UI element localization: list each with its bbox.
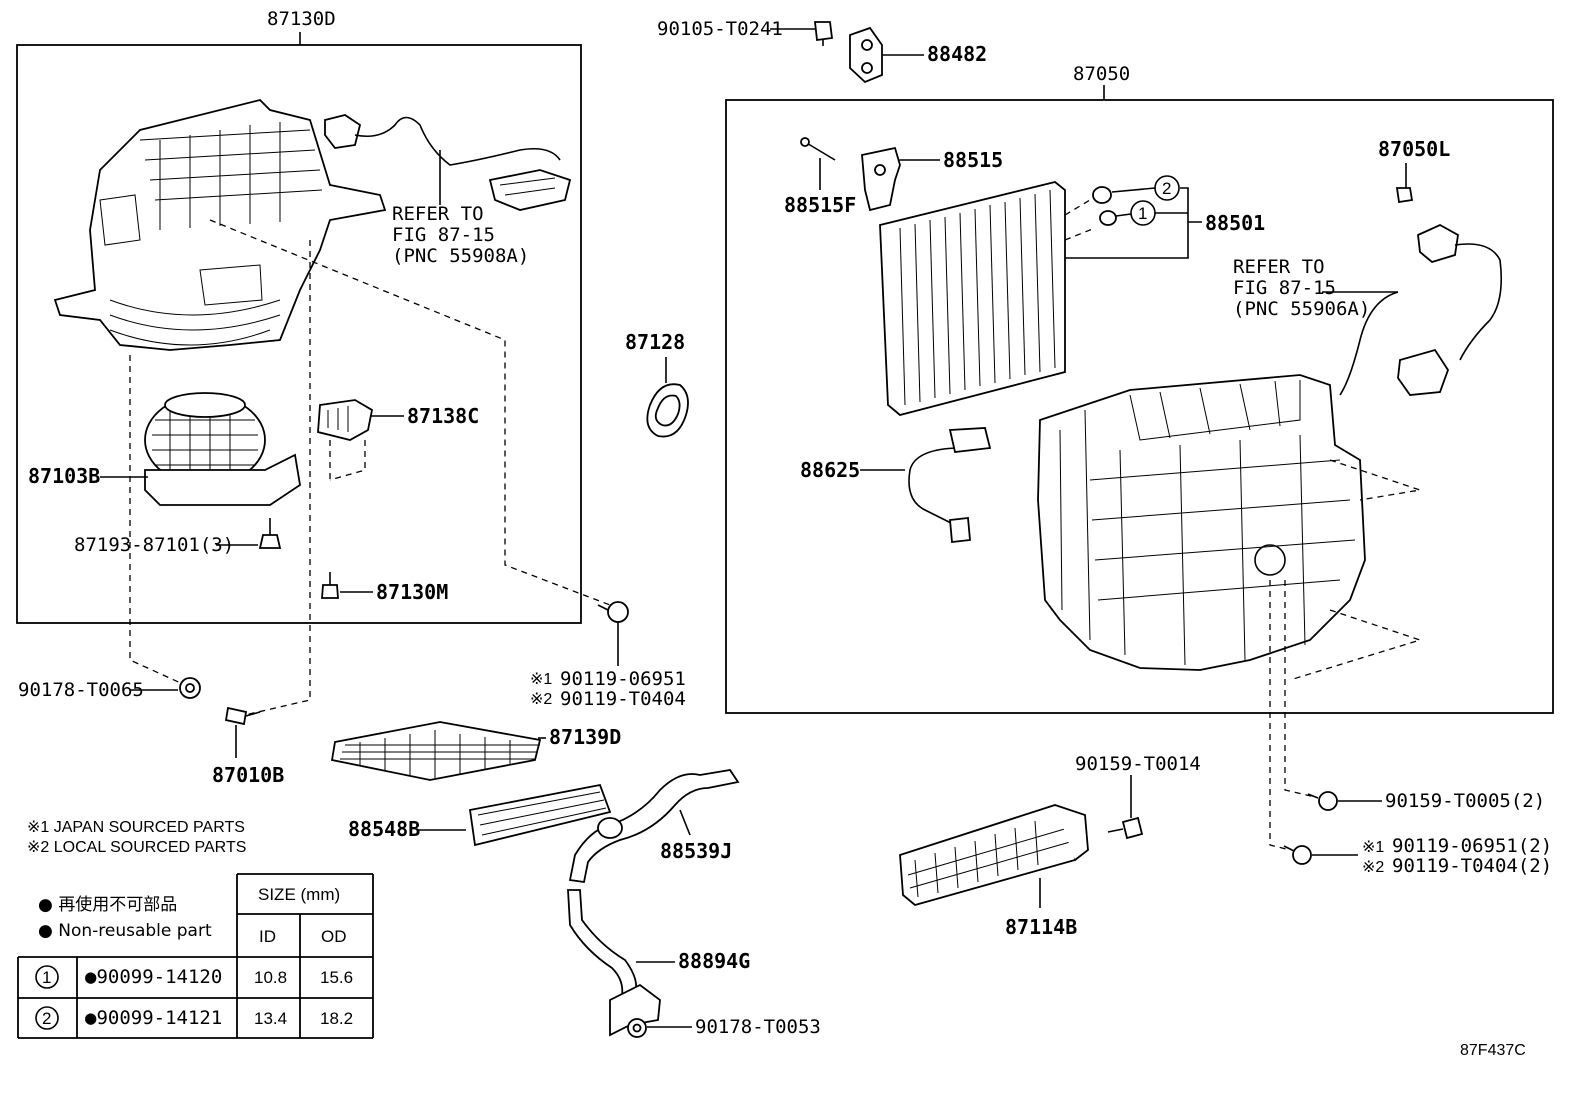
note-japan-sourced: ※1 JAPAN SOURCED PARTS: [27, 819, 245, 836]
note-local-sourced: ※2 LOCAL SOURCED PARTS: [27, 839, 246, 856]
label-90119-06951-b[interactable]: 90119-06951(2): [1392, 835, 1552, 857]
label-90159-T0005[interactable]: 90159-T0005(2): [1385, 790, 1545, 812]
mark-local-a: ※2: [530, 691, 552, 708]
label-87139D[interactable]: 87139D: [549, 725, 621, 749]
label-90119-T0404-b[interactable]: 90119-T0404(2): [1392, 855, 1552, 877]
screw-87010B: [224, 706, 261, 726]
bracket-88548B: [468, 783, 612, 847]
blower-case-part: [53, 99, 387, 351]
servo-wire-left: [324, 114, 572, 211]
mark-local-b: ※2: [1362, 859, 1384, 876]
screw-90119-a: [597, 601, 629, 623]
label-87010B[interactable]: 87010B: [212, 763, 284, 787]
plate-88482: [849, 26, 883, 84]
ref-right-line3: (PNC 55906A): [1233, 298, 1370, 320]
label-87050L[interactable]: 87050L: [1378, 137, 1450, 161]
table-header-size: SIZE (mm): [258, 885, 340, 904]
unit-assembly-frame: [725, 99, 1554, 714]
filter-87139D: [330, 721, 542, 781]
label-90159-T0014[interactable]: 90159-T0014: [1075, 753, 1201, 775]
expansion-valve-88515: [861, 146, 901, 212]
label-88539J[interactable]: 88539J: [660, 839, 732, 863]
label-87130M[interactable]: 87130M: [376, 580, 448, 604]
blower-motor-part: [144, 392, 301, 506]
table-row-1-id: 10.8: [254, 968, 287, 987]
evaporator-88501: [879, 181, 1066, 416]
ref-right-line2: FIG 87-15: [1233, 277, 1336, 299]
heater-core-87114B: [899, 804, 1089, 906]
ref-left-line2: FIG 87-15: [392, 224, 495, 246]
legend-non-reusable-jp: ● 再使用不可部品: [38, 894, 177, 915]
table-header-od: OD: [321, 927, 347, 946]
table-row-2-id: 13.4: [254, 1009, 287, 1028]
table-row-2-part[interactable]: ●90099-14121: [85, 1007, 222, 1029]
ref-left-line1: REFER TO: [392, 203, 484, 225]
screw-87130M: [321, 572, 339, 599]
size-table: SIZE (mm) ID OD 1 ●90099-14120 10.8 15.6…: [17, 873, 374, 1039]
screw-87193: [258, 518, 282, 549]
label-90119-06951-a[interactable]: 90119-06951: [560, 668, 686, 690]
ref-left-line3: (PNC 55908A): [392, 245, 529, 267]
oring-1-callout: 1: [1138, 204, 1147, 223]
table-row-2-od: 18.2: [320, 1009, 353, 1028]
diagram-id: 87F437C: [1460, 1042, 1526, 1059]
label-87103B[interactable]: 87103B: [28, 464, 100, 488]
label-90105-T0241[interactable]: 90105-T0241: [657, 18, 783, 40]
gasket-87128: [646, 383, 689, 438]
screw-90119-b: [1283, 845, 1312, 865]
label-88625[interactable]: 88625: [800, 458, 860, 482]
hose-88894G: [567, 889, 661, 1037]
label-90178-T0053[interactable]: 90178-T0053: [695, 1016, 821, 1038]
label-90119-T0404-a[interactable]: 90119-T0404: [560, 688, 686, 710]
mark-japan-b: ※1: [1362, 839, 1384, 856]
hvac-case-87050: [1037, 374, 1366, 671]
label-87128[interactable]: 87128: [625, 330, 685, 354]
legend-non-reusable-en: ● Non-reusable part: [38, 921, 212, 941]
table-row-1-circle: 1: [42, 968, 51, 987]
clip-90178-T0053: [627, 1018, 647, 1038]
bolt-90105: [813, 21, 834, 46]
oring-2: 2: [1092, 175, 1180, 204]
label-88501[interactable]: 88501: [1205, 211, 1265, 235]
oring-1: 1: [1099, 200, 1156, 226]
screw-90159-T0014: [1107, 816, 1144, 840]
label-87138C[interactable]: 87138C: [407, 404, 479, 428]
oring-2-callout: 2: [1162, 179, 1171, 198]
blower-assembly-frame: [16, 44, 582, 624]
label-88515F[interactable]: 88515F: [784, 193, 856, 217]
label-90178-T0065[interactable]: 90178-T0065: [18, 679, 144, 701]
hose-88539J: [568, 769, 740, 884]
label-87114B[interactable]: 87114B: [1005, 915, 1077, 939]
blower-resistor-part: [317, 399, 374, 441]
table-row-2-circle: 2: [42, 1009, 51, 1028]
label-88515[interactable]: 88515: [943, 148, 1003, 172]
screw-87050L: [1395, 187, 1414, 204]
sensor-88625: [908, 427, 992, 543]
label-87130D[interactable]: 87130D: [267, 8, 336, 30]
label-87193-87101[interactable]: 87193-87101(3): [74, 534, 234, 556]
mark-japan-a: ※1: [530, 671, 552, 688]
label-88482[interactable]: 88482: [927, 42, 987, 66]
screw-90159-T0005: [1307, 791, 1338, 811]
servo-wire-right: [1339, 223, 1503, 396]
label-88548B[interactable]: 88548B: [348, 817, 420, 841]
table-header-id: ID: [259, 927, 276, 946]
clip-90178-T0065: [179, 677, 201, 699]
label-88894G[interactable]: 88894G: [678, 949, 750, 973]
bolt-88515F: [800, 137, 836, 161]
ref-right-line1: REFER TO: [1233, 256, 1325, 278]
label-87050[interactable]: 87050: [1073, 63, 1130, 85]
table-row-1-part[interactable]: ●90099-14120: [85, 966, 222, 988]
table-row-1-od: 15.6: [320, 968, 353, 987]
